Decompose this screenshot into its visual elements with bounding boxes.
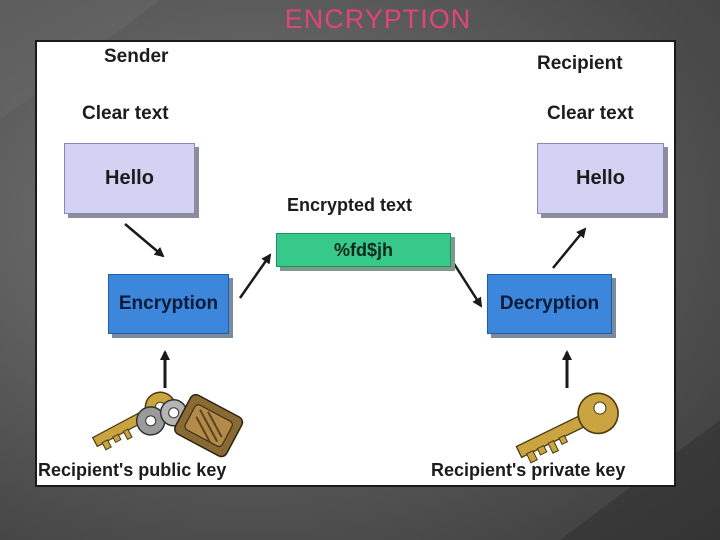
encryption-diagram: Sender Recipient Clear text Clear text H…: [35, 40, 676, 487]
recipient-label: Recipient: [537, 53, 623, 74]
sender-clear-text-label: Clear text: [82, 103, 169, 124]
encrypted-text-box: %fd$jh: [276, 233, 451, 267]
sender-clear-text-box: Hello: [64, 143, 195, 214]
arrow-decryption-to-hello: [552, 227, 587, 269]
arrow-ciphertext-to-decryption: [449, 258, 483, 308]
public-key-label: Recipient's public key: [38, 460, 227, 480]
arrow-encryption-to-ciphertext: [238, 253, 272, 299]
recipient-clear-text-label: Clear text: [547, 103, 634, 124]
recipient-clear-text-box: Hello: [537, 143, 664, 214]
decryption-box: Decryption: [487, 274, 612, 334]
public-key-icon: [91, 391, 244, 458]
arrow-hello-to-encryption: [124, 223, 165, 258]
private-key-icon: [515, 392, 619, 464]
sender-label: Sender: [104, 46, 169, 67]
encrypted-text-label: Encrypted text: [287, 195, 413, 215]
slide-title: ENCRYPTION: [284, 4, 472, 34]
diagram-arrows: [91, 223, 619, 464]
encryption-box: Encryption: [108, 274, 229, 334]
private-key-label: Recipient's private key: [431, 460, 626, 480]
